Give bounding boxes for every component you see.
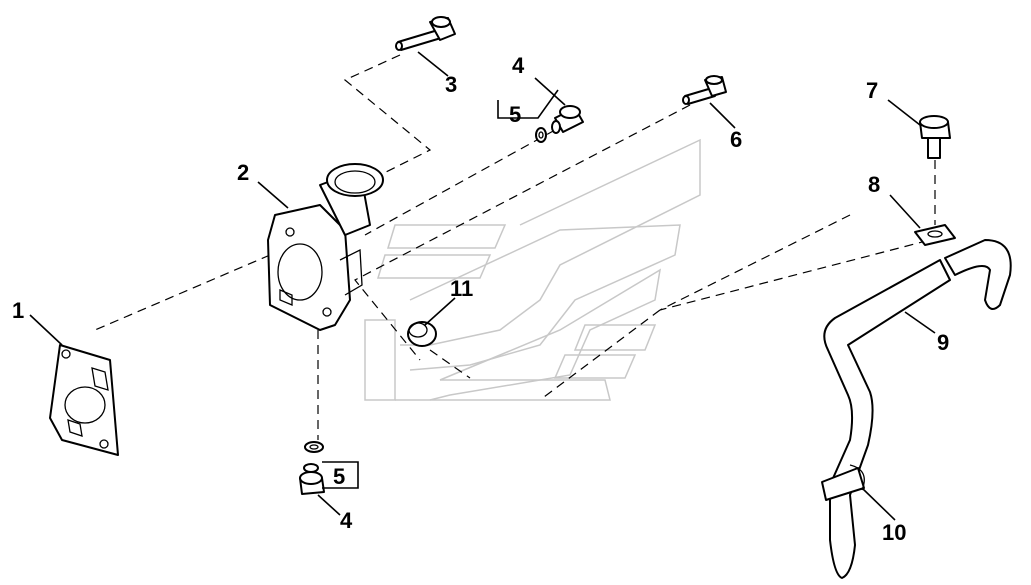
callout-6: 6 [730,127,742,152]
callout-8: 8 [868,172,880,197]
callout-5-bottom: 5 [333,464,345,489]
bracket-part-8 [914,224,956,246]
assembly-lines [94,54,936,440]
plug-part-4-bottom [299,463,325,495]
watermark-logo [364,138,701,401]
water-outlet-part-2 [267,163,384,331]
callout-4-bottom: 4 [340,508,353,533]
clip-part-10 [821,464,865,501]
bolt-part-6 [682,75,727,105]
callout-9: 9 [937,330,949,355]
washer-part-5-top [535,127,547,143]
callout-3: 3 [445,72,457,97]
plug-part-4-top [551,105,584,134]
callouts: 1 2 3 4 5 6 7 8 9 10 11 5 4 [12,53,949,545]
callout-4-top: 4 [512,53,525,78]
callout-7: 7 [866,78,878,103]
callout-1: 1 [12,298,24,323]
callout-2: 2 [237,160,249,185]
callout-10: 10 [882,520,906,545]
callout-11: 11 [450,276,473,301]
leader-lines [29,51,936,521]
grommet-part-11 [407,321,437,347]
washer-part-5-bottom [304,441,324,453]
gasket-part-1 [49,344,119,456]
bolt-part-3 [395,16,456,51]
pipe-part-9 [823,239,1012,579]
bolt-part-7 [919,115,951,159]
callout-5-top: 5 [509,102,521,127]
